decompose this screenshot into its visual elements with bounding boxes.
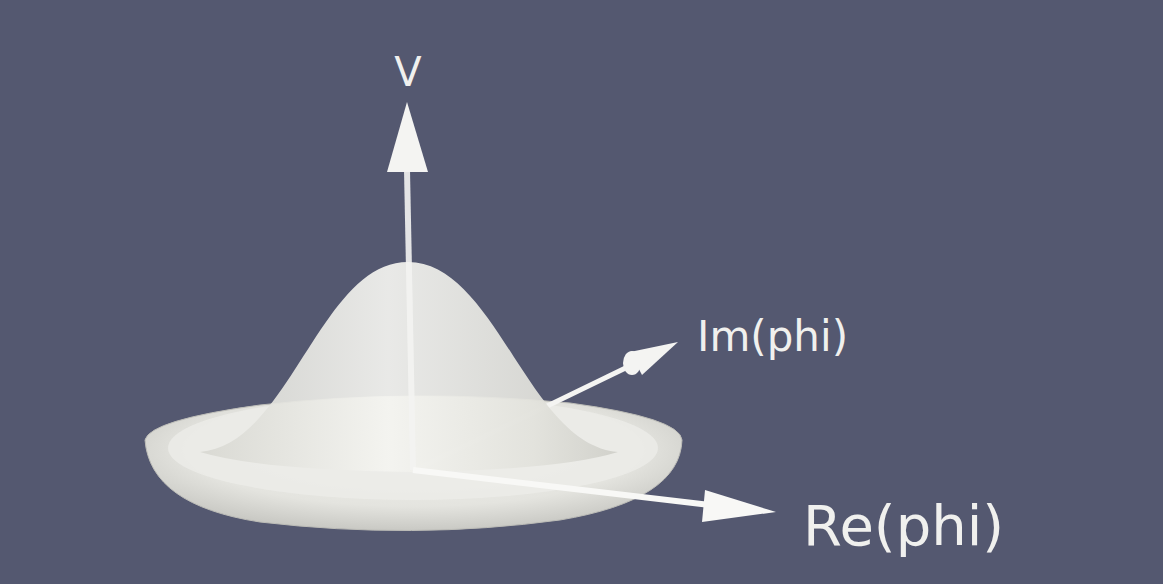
axis-label-re: Re(phi) xyxy=(803,498,1004,554)
axis-label-v: V xyxy=(394,52,421,92)
re-axis xyxy=(413,470,710,505)
axis-label-im: Im(phi) xyxy=(697,316,848,358)
im-arrow-cap xyxy=(623,351,641,375)
re-arrowhead xyxy=(702,490,776,522)
v-arrowhead xyxy=(387,102,428,172)
v-axis xyxy=(407,170,413,470)
